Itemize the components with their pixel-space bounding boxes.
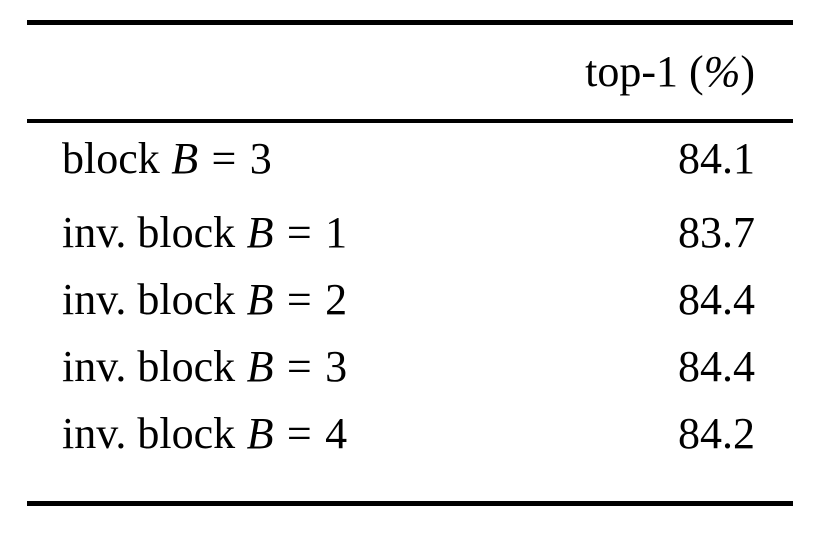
row-math-var-2: B [246, 275, 274, 324]
table-header-row: top-1 (%) [27, 25, 793, 119]
column-header-top1: top-1 (%) [568, 25, 793, 119]
column-header-top1-prefix: top-1 ( [585, 47, 704, 96]
row-math-eq-0: = [211, 134, 237, 183]
row-math-num-1: 1 [325, 208, 348, 257]
row-math-eq-3: = [286, 342, 312, 391]
row-math-num-4: 4 [325, 409, 348, 458]
row-math-num-3: 3 [325, 342, 348, 391]
table-header-rule [27, 119, 793, 123]
row-value-1: 83.7 [678, 208, 755, 257]
row-math-var-0: B [171, 134, 199, 183]
table-top-rule [27, 20, 793, 25]
row-value-4: 84.2 [678, 409, 755, 458]
row-math-var-3: B [246, 342, 274, 391]
row-math-num-0: 3 [249, 134, 272, 183]
column-header-setting [27, 25, 568, 119]
row-math-num-2: 2 [325, 275, 348, 324]
row-label-text-2: inv. block [62, 275, 236, 324]
row-label-text-1: inv. block [62, 208, 236, 257]
row-label-text-4: inv. block [62, 409, 236, 458]
row-math-var-1: B [246, 208, 274, 257]
table-header: top-1 (%) [27, 25, 793, 119]
row-label-text-0: block [62, 134, 160, 183]
percent-symbol: % [703, 47, 741, 96]
row-value-0: 84.1 [678, 134, 755, 183]
row-math-eq-4: = [286, 409, 312, 458]
row-value-2: 84.4 [678, 275, 755, 324]
column-header-top1-suffix: ) [740, 47, 755, 96]
row-math-var-4: B [246, 409, 274, 458]
row-label-text-3: inv. block [62, 342, 236, 391]
row-value-3: 84.4 [678, 342, 755, 391]
row-math-eq-2: = [286, 275, 312, 324]
row-math-eq-1: = [286, 208, 312, 257]
table-bottom-rule [27, 501, 793, 506]
